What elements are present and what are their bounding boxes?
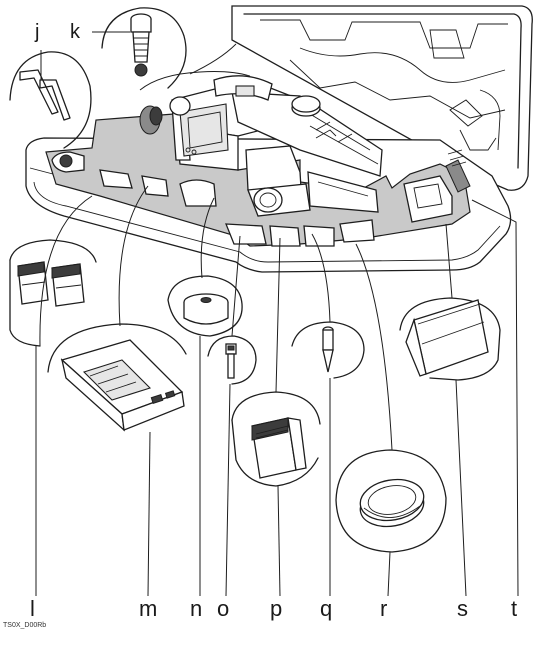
- label-t: t: [511, 598, 517, 620]
- label-p: p: [270, 598, 282, 620]
- label-r: r: [380, 598, 387, 620]
- accessory-q-tip: [292, 322, 364, 378]
- label-o: o: [217, 598, 229, 620]
- label-m: m: [139, 598, 157, 620]
- label-n: n: [190, 598, 202, 620]
- label-k: k: [70, 22, 80, 42]
- label-j: j: [35, 22, 39, 42]
- label-q: q: [320, 598, 332, 620]
- accessory-r-ring: [336, 450, 446, 552]
- accessory-o-tip: [208, 336, 256, 384]
- label-s: s: [457, 598, 468, 620]
- label-l: l: [30, 598, 35, 620]
- accessory-p-battery: [232, 392, 320, 486]
- figure-code: TS0X_D00Rb: [3, 622, 46, 629]
- accessory-n-adapter: [168, 276, 242, 336]
- inset-j-allen-keys: [10, 52, 91, 148]
- accessory-s-manual: [400, 298, 500, 380]
- accessory-m-charger: [48, 324, 186, 430]
